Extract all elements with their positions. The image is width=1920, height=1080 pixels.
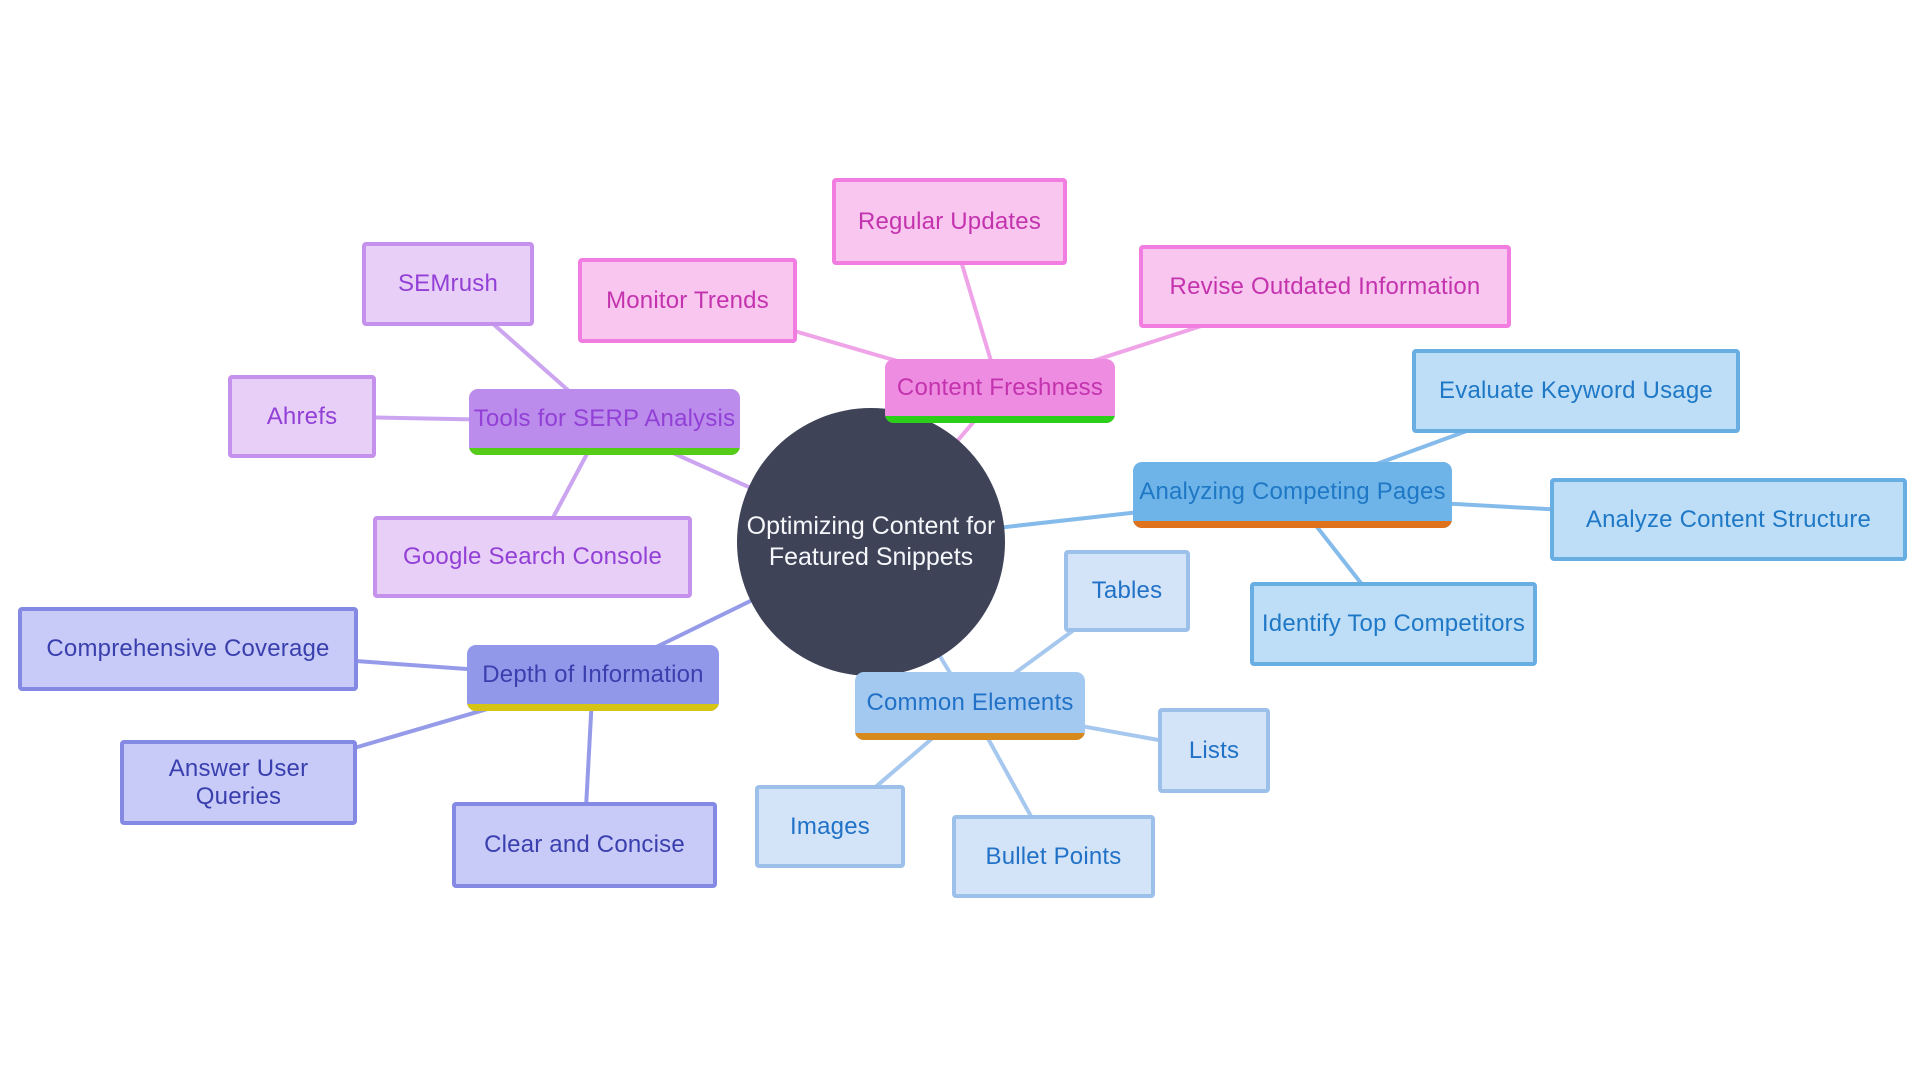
node-accent-underline bbox=[469, 448, 740, 455]
node-label: Evaluate Keyword Usage bbox=[1439, 377, 1713, 404]
node-comprehensive-coverage[interactable]: Comprehensive Coverage bbox=[18, 607, 358, 691]
node-bullet-points[interactable]: Bullet Points bbox=[952, 815, 1155, 898]
node-label: Answer User Queries bbox=[168, 754, 309, 810]
node-google-search-console[interactable]: Google Search Console bbox=[373, 516, 692, 598]
node-accent-underline bbox=[1133, 521, 1452, 528]
node-semrush[interactable]: SEMrush bbox=[362, 242, 534, 326]
node-accent-underline bbox=[467, 704, 719, 711]
node-revise-outdated-information[interactable]: Revise Outdated Information bbox=[1139, 245, 1511, 328]
central-topic-line1: Optimizing Content for bbox=[746, 511, 996, 540]
node-images[interactable]: Images bbox=[755, 785, 905, 868]
node-accent-underline bbox=[855, 733, 1085, 740]
node-accent-underline bbox=[885, 416, 1115, 423]
central-topic-line2: Featured Snippets bbox=[768, 543, 974, 571]
node-regular-updates[interactable]: Regular Updates bbox=[832, 178, 1067, 265]
node-label: Content Freshness bbox=[896, 373, 1104, 401]
node-tables[interactable]: Tables bbox=[1064, 550, 1190, 632]
node-label: Tools for SERP Analysis bbox=[473, 404, 736, 432]
node-analyzing-competing-pages[interactable]: Analyzing Competing Pages bbox=[1133, 462, 1452, 528]
node-label: SEMrush bbox=[397, 270, 499, 297]
node-label: Common Elements bbox=[866, 688, 1074, 716]
node-clear-and-concise[interactable]: Clear and Concise bbox=[452, 802, 717, 888]
node-label: Ahrefs bbox=[266, 402, 338, 430]
node-label: Google Search Console bbox=[402, 543, 663, 570]
node-label: Analyzing Competing Pages bbox=[1139, 477, 1446, 505]
node-answer-user-queries[interactable]: Answer User Queries bbox=[120, 740, 357, 825]
node-depth-of-information[interactable]: Depth of Information bbox=[467, 645, 719, 711]
node-content-freshness[interactable]: Content Freshness bbox=[885, 359, 1115, 423]
node-label: Lists bbox=[1188, 736, 1240, 764]
central-topic-node[interactable]: Optimizing Content for Featured Snippets bbox=[737, 408, 1005, 676]
node-monitor-trends[interactable]: Monitor Trends bbox=[578, 258, 797, 343]
node-label: Identify Top Competitors bbox=[1261, 610, 1526, 637]
node-analyze-content-structure[interactable]: Analyze Content Structure bbox=[1550, 478, 1907, 561]
node-label: Regular Updates bbox=[857, 207, 1042, 235]
node-label: Images bbox=[790, 812, 870, 840]
node-label: Revise Outdated Information bbox=[1169, 272, 1481, 300]
node-label: Depth of Information bbox=[482, 660, 704, 688]
node-label: Bullet Points bbox=[985, 842, 1122, 870]
node-label: Comprehensive Coverage bbox=[46, 635, 330, 662]
node-common-elements[interactable]: Common Elements bbox=[855, 672, 1085, 740]
node-label: Monitor Trends bbox=[606, 286, 769, 314]
node-label: Clear and Concise bbox=[484, 831, 685, 858]
node-tools-for-serp-analysis[interactable]: Tools for SERP Analysis bbox=[469, 389, 740, 455]
node-label: Analyze Content Structure bbox=[1585, 505, 1872, 533]
node-evaluate-keyword-usage[interactable]: Evaluate Keyword Usage bbox=[1412, 349, 1740, 433]
node-label: Tables bbox=[1091, 577, 1163, 604]
node-identify-top-competitors[interactable]: Identify Top Competitors bbox=[1250, 582, 1537, 666]
node-ahrefs[interactable]: Ahrefs bbox=[228, 375, 376, 458]
node-lists[interactable]: Lists bbox=[1158, 708, 1270, 793]
